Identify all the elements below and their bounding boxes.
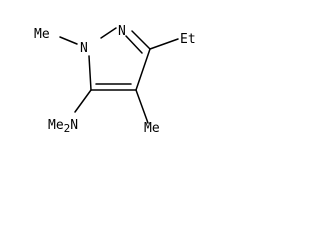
label-ethyl: Et bbox=[180, 32, 196, 47]
atom-n2: N bbox=[118, 24, 126, 39]
bond-c3-ethyl bbox=[149, 38, 179, 50]
bond-n2-c3 bbox=[131, 30, 151, 50]
structure-diagram: N N Me Et Me Me2N bbox=[34, 24, 196, 136]
bond-c5-nme2 bbox=[74, 89, 92, 113]
atom-labels: N N Me Et Me Me2N bbox=[34, 24, 196, 136]
bond-c4-methyl bbox=[135, 89, 149, 124]
label-dimethylamino: Me2N bbox=[48, 118, 78, 135]
label-c4-methyl: Me bbox=[144, 121, 160, 136]
bond-c3-c4 bbox=[135, 48, 151, 91]
bonds bbox=[59, 27, 179, 124]
atom-n1: N bbox=[80, 41, 88, 56]
bond-n1-methyl bbox=[59, 36, 78, 45]
bond-n1-n2 bbox=[100, 27, 117, 39]
bond-n2-c3-double bbox=[125, 35, 143, 54]
label-n1-methyl: Me bbox=[34, 27, 50, 42]
bond-c5-n1 bbox=[88, 55, 92, 91]
